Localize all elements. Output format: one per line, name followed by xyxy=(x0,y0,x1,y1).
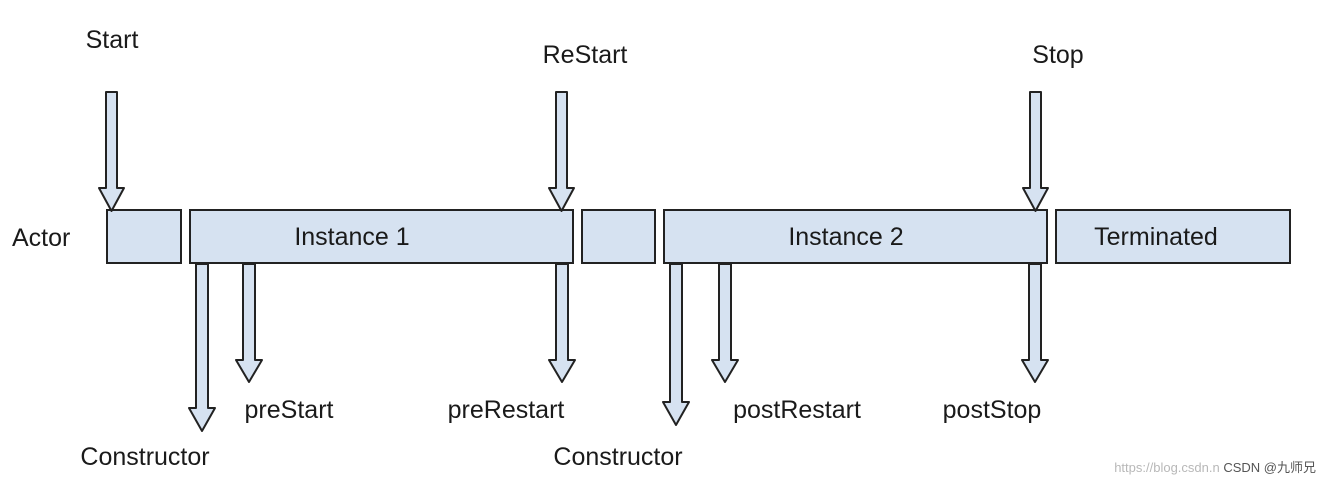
stop-arrow-icon xyxy=(1022,91,1049,212)
stop-event-label: Stop xyxy=(1032,41,1083,69)
prestart-arrow-icon xyxy=(235,263,263,383)
watermark: https://blog.csdn.n CSDN @九师兄 xyxy=(1114,457,1316,476)
start-event-label: Start xyxy=(86,26,139,54)
constructor-1-label: Constructor xyxy=(80,443,209,471)
poststop-label: postStop xyxy=(943,396,1042,424)
postrestart-arrow-icon xyxy=(711,263,739,383)
constructor-2-label: Constructor xyxy=(553,443,682,471)
terminated-box xyxy=(1055,209,1291,264)
instance-1-label: Instance 1 xyxy=(294,223,409,251)
instance-1-box xyxy=(189,209,574,264)
start-arrow-icon xyxy=(98,91,125,212)
restart-event-label: ReStart xyxy=(543,41,628,69)
hook-arrows xyxy=(188,263,1049,432)
pre-instance-1-box xyxy=(106,209,182,264)
prerestart-arrow-icon xyxy=(548,263,576,383)
watermark-url: https://blog.csdn.n xyxy=(1114,460,1220,475)
actor-row-label: Actor xyxy=(12,224,70,252)
prerestart-label: preRestart xyxy=(448,396,565,424)
postrestart-label: postRestart xyxy=(733,396,861,424)
gap-box xyxy=(581,209,656,264)
constructor-2-arrow-icon xyxy=(662,263,690,426)
terminated-label: Terminated xyxy=(1094,223,1218,251)
instance-2-label: Instance 2 xyxy=(788,223,903,251)
watermark-brand: CSDN @九师兄 xyxy=(1223,460,1316,475)
timeline-boxes: Instance 1 Instance 2 Terminated xyxy=(106,209,1291,264)
prestart-label: preStart xyxy=(245,396,334,424)
event-arrows xyxy=(98,91,1049,212)
poststop-arrow-icon xyxy=(1021,263,1049,383)
constructor-1-arrow-icon xyxy=(188,263,216,432)
restart-arrow-icon xyxy=(548,91,575,212)
instance-2-box xyxy=(663,209,1048,264)
